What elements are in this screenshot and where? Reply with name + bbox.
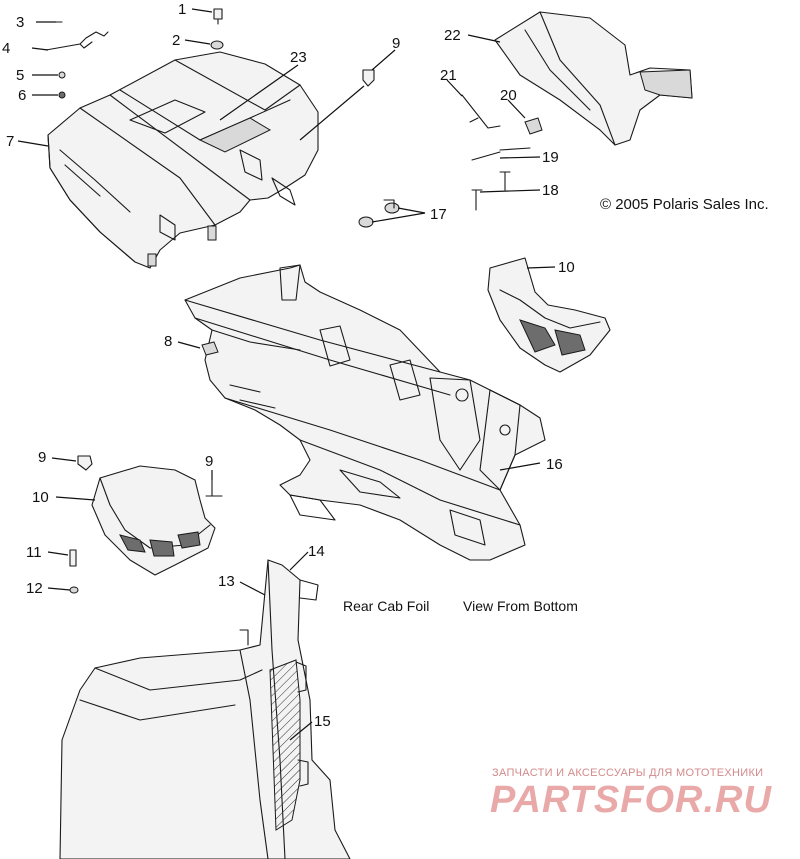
callout-labels: 1 2 3 4 5 6 7 23 9 17 22 21 20 19 18 10 … [2,1,575,730]
washer-part-6 [58,91,66,99]
callout-18: 18 [542,182,559,199]
bracket-part-4 [45,31,109,51]
callout-17: 17 [430,206,447,223]
screw-part-1 [213,8,223,20]
push-rivet-left [77,455,93,471]
seat-assembly [494,11,693,146]
callout-13: 13 [218,573,235,590]
latch-part-20 [524,117,543,135]
callout-8: 8 [164,333,172,350]
rear-fender-assembly [47,51,319,269]
frame-assembly [184,264,546,561]
callout-22: 22 [444,27,461,44]
callout-9-top: 9 [392,35,400,52]
callout-3: 3 [16,14,24,31]
rear-fender-body [47,51,319,269]
callout-10-top: 10 [558,259,575,276]
callout-19: 19 [542,149,559,166]
push-pin-middle [205,479,223,497]
bumper-part-8 [201,341,219,356]
callout-10-left: 10 [32,489,49,506]
watermark: ЗАПЧАСТИ И АКСЕССУАРЫ ДЛЯ МОТОТЕХНИКИ PA… [490,767,772,821]
callout-20: 20 [500,87,517,104]
callout-11: 11 [26,544,42,561]
spring-part-19 [471,147,531,161]
callout-21: 21 [440,67,457,84]
callout-9-left: 9 [38,449,46,466]
nut-part-12 [69,586,79,594]
watermark-brand: PARTSFOR.RU [490,779,772,821]
footwell-right [487,257,611,373]
callout-9-middle: 9 [205,453,213,470]
callout-14: 14 [308,543,325,560]
push-rivet-top [362,69,375,87]
callout-12: 12 [26,580,43,597]
nuts-part-17 [358,199,400,228]
grommet-part-2 [210,40,224,50]
foil-part-15 [269,659,301,831]
footwell-left [91,465,216,576]
watermark-tagline: ЗАПЧАСТИ И АКСЕССУАРЫ ДЛЯ МОТОТЕХНИКИ [492,767,763,779]
bolt-part-18 [471,171,511,211]
callout-1: 1 [178,1,186,18]
callout-15: 15 [314,713,331,730]
leader-lines [17,8,556,741]
copyright-notice: © 2005 Polaris Sales Inc. [600,196,769,213]
seat-latch-hardware [461,94,543,211]
callout-16: 16 [546,456,563,473]
nut-part-5 [58,71,66,79]
bolt-part-11 [69,549,77,567]
callout-23: 23 [290,49,307,66]
callout-6: 6 [18,87,26,104]
callout-5: 5 [16,67,24,84]
hardware-small-parts [45,8,224,99]
callout-4: 4 [2,40,10,57]
rear-cab-foil-view [59,559,351,859]
caption-rear-cab-foil: Rear Cab Foil [343,598,429,614]
latch-rod-part-21 [461,94,501,129]
callout-7: 7 [6,133,14,150]
caption-view-from-bottom: View From Bottom [463,598,578,614]
frame-outline [184,264,546,561]
callout-2: 2 [172,32,180,49]
